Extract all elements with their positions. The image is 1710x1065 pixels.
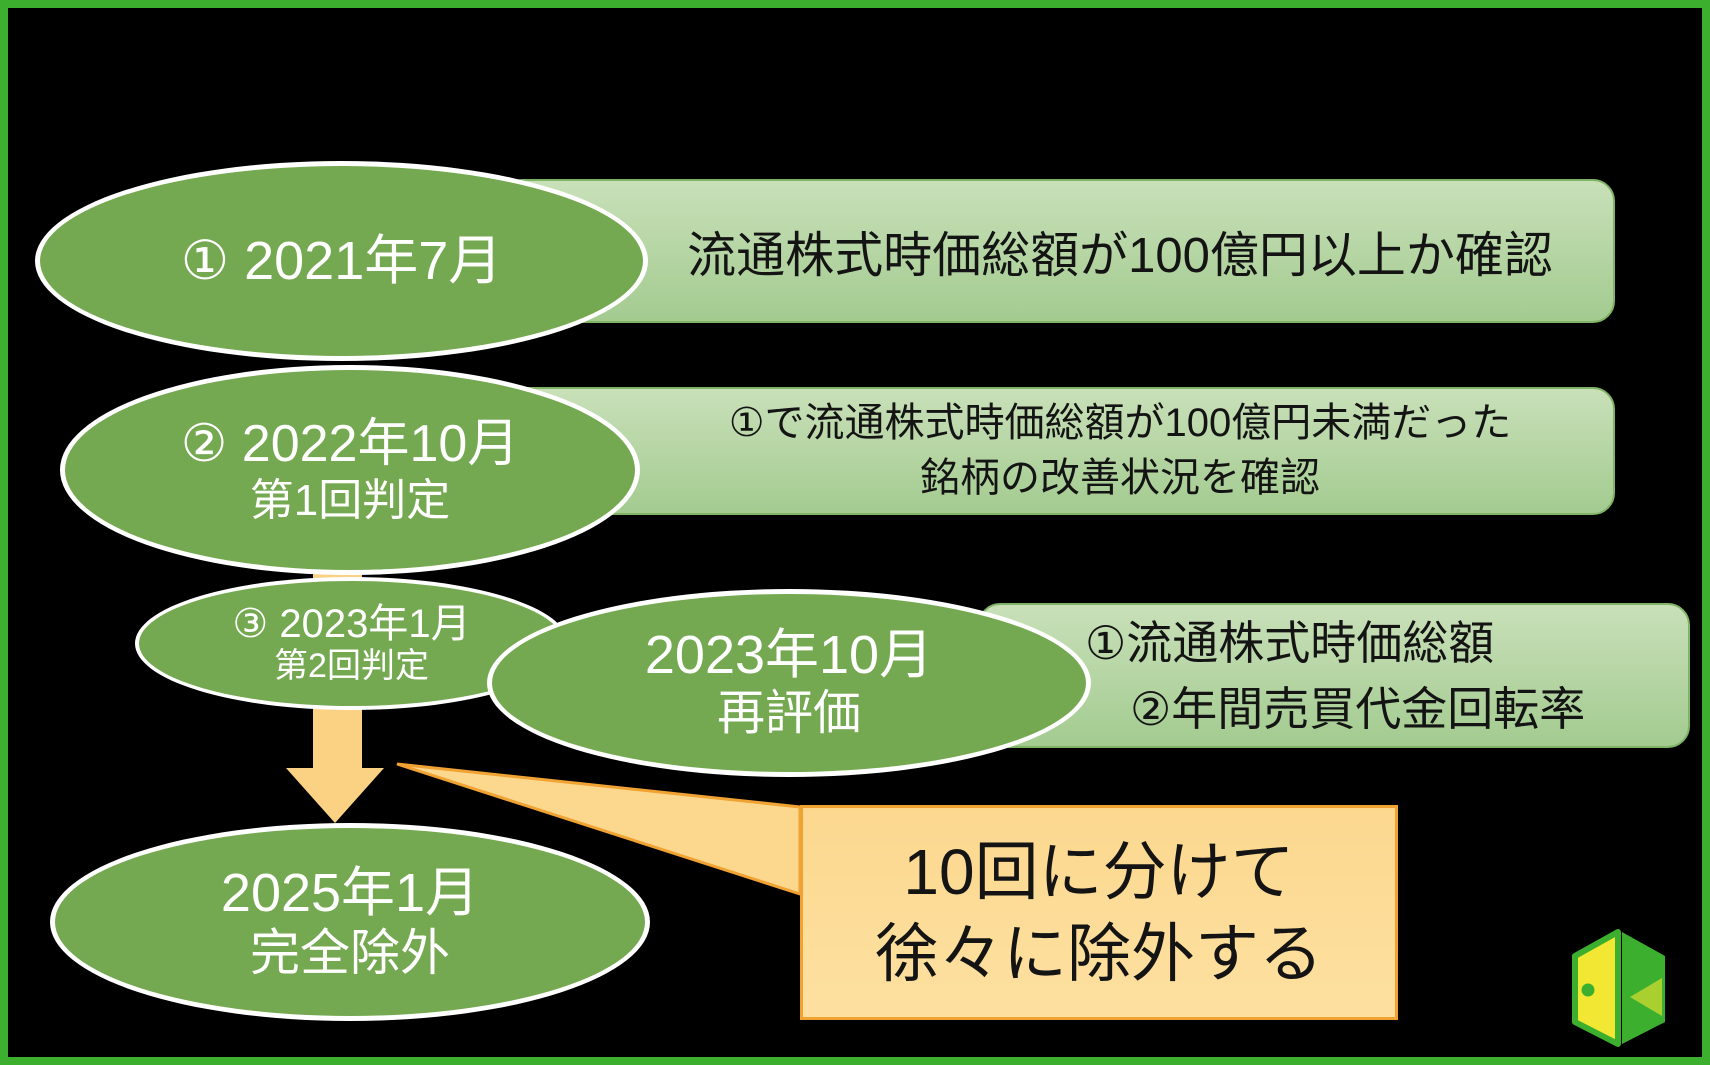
step1-note-panel: 流通株式時価総額が100億円以上か確認 bbox=[500, 179, 1615, 323]
step2-note-panel: ①で流通株式時価総額が100億円未満だった 銘柄の改善状況を確認 bbox=[500, 387, 1615, 515]
step5-date: 2025年1月 bbox=[220, 862, 480, 923]
step4-note-panel: ①流通株式時価総額 ②年間売買代金回転率 bbox=[978, 603, 1690, 748]
step4-ellipse: 2023年10月 再評価 bbox=[487, 589, 1091, 777]
callout-line1: 10回に分けて bbox=[903, 835, 1295, 908]
step5-subtitle: 完全除外 bbox=[250, 925, 450, 982]
step2-date: ② 2022年10月 bbox=[180, 415, 520, 474]
callout-line2: 徐々に除外する bbox=[875, 917, 1323, 990]
step2-subtitle: 第1回判定 bbox=[249, 475, 451, 525]
step4-note-line2: ②年間売買代金回転率 bbox=[1130, 682, 1586, 735]
step4-note-line1: ①流通株式時価総額 bbox=[1085, 616, 1495, 669]
step3-subtitle: 第2回判定 bbox=[274, 646, 429, 685]
step2-ellipse: ② 2022年10月 第1回判定 bbox=[60, 365, 640, 575]
step5-ellipse: 2025年1月 完全除外 bbox=[50, 823, 650, 1021]
step4-subtitle: 再評価 bbox=[716, 687, 861, 741]
step4-date: 2023年10月 bbox=[644, 624, 934, 685]
down-arrow-head-icon bbox=[286, 768, 384, 823]
step3-date: ③ 2023年1月 bbox=[232, 601, 471, 646]
step2-note-line2: 銘柄の改善状況を確認 bbox=[920, 456, 1320, 500]
step1-note-text: 流通株式時価総額が100億円以上か確認 bbox=[687, 228, 1553, 283]
callout-box: 10回に分けて 徐々に除外する bbox=[800, 805, 1398, 1020]
step2-note-line1: ①で流通株式時価総額が100億円未満だった bbox=[728, 401, 1512, 445]
step1-date: ① 2021年7月 bbox=[180, 230, 503, 291]
step1-ellipse: ① 2021年7月 bbox=[35, 161, 648, 361]
open-book-logo-icon bbox=[1572, 929, 1665, 1047]
